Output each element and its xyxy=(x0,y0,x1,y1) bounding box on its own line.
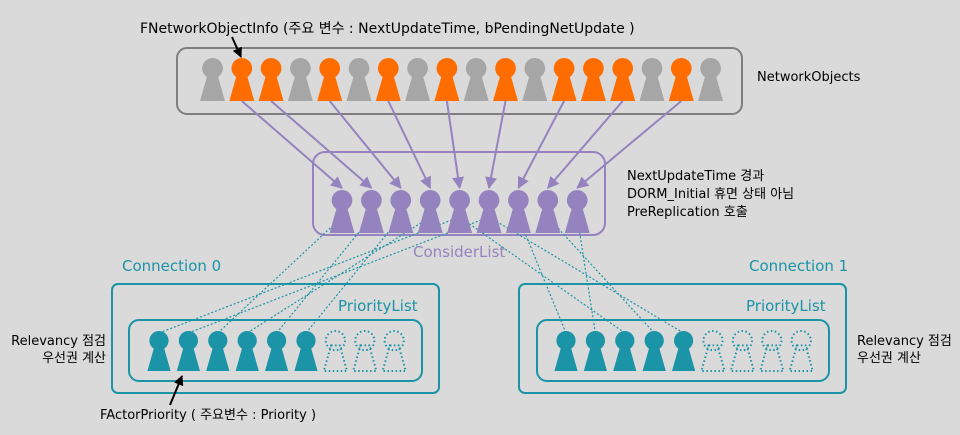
consider-list-label: ConsiderList xyxy=(413,243,505,261)
priority-actor xyxy=(294,331,318,371)
consider-object xyxy=(564,190,590,233)
consider-condition-3: PreReplication 호출 xyxy=(627,205,748,220)
consider-link-arrow xyxy=(241,100,343,189)
consider-link-arrow xyxy=(485,100,507,190)
network-object xyxy=(698,58,724,101)
network-object-selected xyxy=(317,58,343,101)
priority-list-1-box xyxy=(536,319,830,382)
consider-object xyxy=(358,190,384,233)
priority-actor xyxy=(206,331,230,371)
consider-link-arrow xyxy=(576,100,682,189)
priority-link-arrow xyxy=(575,216,596,334)
network-object xyxy=(200,58,225,101)
priority-actor xyxy=(642,331,666,371)
consider-link-arrow xyxy=(270,100,373,189)
network-object xyxy=(346,58,372,101)
consider-object xyxy=(476,190,502,233)
priority-actor xyxy=(235,331,259,371)
consider-link-arrow xyxy=(445,100,464,190)
priority-actor xyxy=(176,331,200,371)
priority-actor xyxy=(147,331,171,371)
priority-link-arrow xyxy=(488,216,684,334)
consider-object xyxy=(388,190,414,233)
connection0-label: Connection 0 xyxy=(122,257,221,275)
relevancy-right-line2: 우선권 계산 xyxy=(857,351,921,366)
network-object xyxy=(463,58,489,101)
priority-actor xyxy=(265,331,289,371)
consider-list-box xyxy=(312,151,606,236)
consider-object xyxy=(329,190,355,233)
relevancy-right-line1: Relevancy 점검 xyxy=(857,334,952,349)
network-object-selected xyxy=(551,58,577,101)
consider-condition-1: NextUpdateTime 경과 xyxy=(627,169,764,184)
consider-link-arrow xyxy=(517,100,565,190)
connection1-box xyxy=(518,283,847,394)
network-object xyxy=(522,58,548,101)
priority-empty-slot xyxy=(351,330,378,372)
priority-link-arrow xyxy=(305,216,402,334)
consider-object xyxy=(505,190,531,233)
network-object-selected xyxy=(229,58,255,101)
priority-empty-slot xyxy=(788,330,815,372)
consider-link-arrow xyxy=(387,100,432,190)
priority-empty-slot xyxy=(758,330,785,372)
connection1-label: Connection 1 xyxy=(749,257,848,275)
priority-link-arrow xyxy=(158,216,461,334)
network-object-selected xyxy=(580,58,606,101)
network-object xyxy=(639,58,665,101)
consider-condition-2: DORM_Initial 휴면 상태 아님 xyxy=(627,187,794,202)
relevancy-left-line1: Relevancy 점검 xyxy=(11,334,106,349)
consider-link-arrow xyxy=(328,100,402,189)
consider-object xyxy=(447,190,473,233)
priority-empty-slot xyxy=(322,330,349,372)
network-objects-box xyxy=(176,47,743,115)
priority-link-arrow xyxy=(246,216,431,334)
priority-empty-slot xyxy=(700,330,726,372)
priority-link-arrow xyxy=(217,216,343,334)
actor-priority-label: FActorPriority ( 주요변수 : Priority ) xyxy=(100,408,316,423)
network-object xyxy=(287,58,313,101)
priority-actor xyxy=(554,331,578,371)
network-object-selected xyxy=(493,58,518,101)
actor-priority-pointer-arrow xyxy=(169,375,184,406)
priority-actor xyxy=(613,331,637,371)
consider-link-arrow xyxy=(547,100,624,189)
connection0-box xyxy=(111,283,440,394)
network-object-info-label: FNetworkObjectInfo (주요 변수 : NextUpdateTi… xyxy=(140,21,635,37)
object-info-pointer-arrow xyxy=(231,36,242,58)
network-objects-label: NetworkObjects xyxy=(757,70,861,85)
priority-link-arrow xyxy=(459,216,626,334)
network-object xyxy=(405,58,431,101)
priority-list-0-label: PriorityList xyxy=(338,297,418,315)
network-object-selected xyxy=(610,58,636,101)
priority-empty-slot xyxy=(729,330,756,372)
network-object-selected xyxy=(258,58,284,101)
network-object-selected xyxy=(434,58,460,101)
priority-list-0-box xyxy=(128,319,423,382)
network-object-selected xyxy=(375,58,401,101)
priority-link-arrow xyxy=(276,216,372,334)
priority-actor xyxy=(583,331,607,371)
relevancy-left-line2: 우선권 계산 xyxy=(42,351,106,366)
consider-object xyxy=(535,190,561,233)
consider-object xyxy=(417,190,443,233)
priority-empty-slot xyxy=(381,330,408,372)
network-object-selected xyxy=(668,58,694,101)
priority-actor xyxy=(672,331,696,371)
priority-list-1-label: PriorityList xyxy=(746,297,826,315)
priority-link-arrow xyxy=(517,216,567,334)
